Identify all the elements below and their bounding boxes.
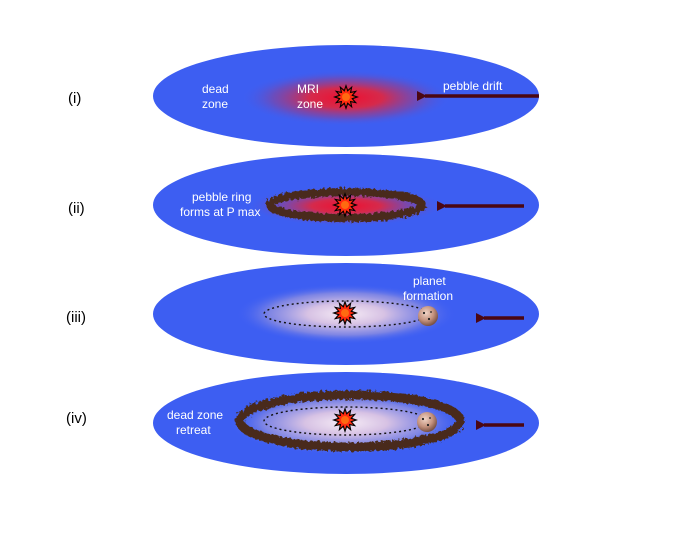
stage-label: (iv) — [66, 410, 87, 427]
starburst-icon — [333, 84, 359, 110]
dead-zone-label-line1: dead — [202, 82, 229, 96]
planet-label-line2: formation — [403, 289, 453, 303]
stage-iv: (iv) dead zone retreat — [66, 372, 539, 474]
stage-label: (i) — [68, 90, 81, 107]
planet-icon — [418, 306, 438, 326]
starburst-icon — [332, 407, 358, 433]
stage-iii: (iii) planet formation — [66, 263, 539, 365]
starburst-icon — [332, 300, 358, 326]
mri-zone-label-line1: MRI — [297, 82, 319, 96]
pebble-ring — [235, 390, 465, 452]
pebble-ring — [266, 188, 426, 222]
starburst-icon — [332, 192, 358, 218]
dead-zone-retreat-label-line2: retreat — [176, 423, 211, 437]
planet-icon — [417, 412, 437, 432]
pebble-ring-label-line1: pebble ring — [192, 190, 251, 204]
stage-ii: (ii) pebble ring forms at P max — [68, 154, 539, 256]
stage-i: (i) dead zone MRI zone pebble drift — [68, 45, 539, 147]
pebble-drift-label: pebble drift — [443, 79, 503, 93]
dead-zone-label-line2: zone — [202, 97, 228, 111]
stage-label: (ii) — [68, 200, 85, 217]
dead-zone-retreat-label-line1: dead zone — [167, 408, 223, 422]
planet-label-line1: planet — [413, 274, 446, 288]
mri-zone-label-line2: zone — [297, 97, 323, 111]
stage-label: (iii) — [66, 309, 86, 326]
pebble-ring-label-line2: forms at P max — [180, 205, 260, 219]
